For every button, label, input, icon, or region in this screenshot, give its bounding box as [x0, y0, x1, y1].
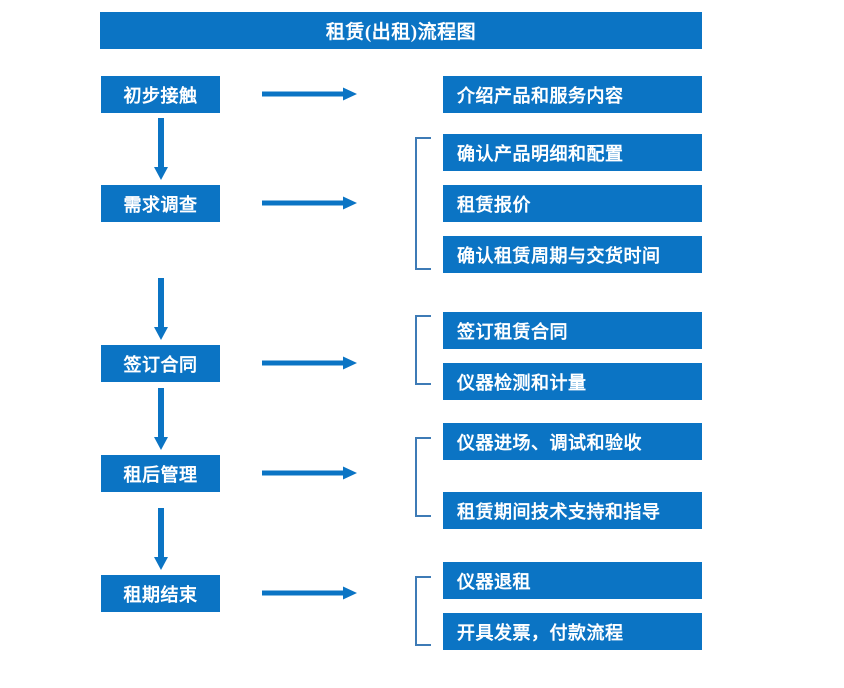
arrow-down-icon	[154, 118, 168, 180]
box-label: 开具发票，付款流程	[457, 622, 624, 643]
arrow-right-icon	[262, 196, 357, 210]
stage-box-2[interactable]: 需求调查	[101, 185, 220, 222]
box-label: 签订租赁合同	[457, 321, 568, 342]
box-label: 租赁期间技术支持和指导	[457, 501, 661, 522]
detail-box-4-1[interactable]: 仪器进场、调试和验收	[443, 423, 702, 460]
detail-box-5-2[interactable]: 开具发票，付款流程	[443, 613, 702, 650]
flowchart-title-label: 租赁(出租)流程图	[325, 22, 477, 43]
stage-box-1[interactable]: 初步接触	[101, 76, 220, 113]
arrow-right-icon	[262, 586, 357, 600]
box-label: 需求调查	[123, 194, 198, 215]
flowchart-title: 租赁(出租)流程图	[100, 12, 702, 49]
box-label: 签订合同	[123, 354, 198, 375]
stage-box-4[interactable]: 租后管理	[101, 455, 220, 492]
detail-box-5-1[interactable]: 仪器退租	[443, 562, 702, 599]
arrow-down-icon	[154, 508, 168, 570]
detail-box-1-1[interactable]: 介绍产品和服务内容	[443, 76, 702, 113]
box-label: 确认租赁周期与交货时间	[457, 245, 661, 266]
arrow-right-icon	[262, 87, 357, 101]
arrow-down-icon	[154, 278, 168, 340]
box-label: 租后管理	[123, 464, 198, 485]
detail-box-2-2[interactable]: 租赁报价	[443, 185, 702, 222]
group-bracket	[415, 437, 431, 517]
detail-box-2-1[interactable]: 确认产品明细和配置	[443, 134, 702, 171]
detail-box-3-2[interactable]: 仪器检测和计量	[443, 363, 702, 400]
box-label: 仪器检测和计量	[457, 372, 587, 393]
stage-box-3[interactable]: 签订合同	[101, 345, 220, 382]
detail-box-2-3[interactable]: 确认租赁周期与交货时间	[443, 236, 702, 273]
box-label: 租赁报价	[457, 194, 531, 215]
box-label: 确认产品明细和配置	[457, 143, 624, 164]
arrow-right-icon	[262, 356, 357, 370]
detail-box-4-2[interactable]: 租赁期间技术支持和指导	[443, 492, 702, 529]
group-bracket	[415, 315, 431, 385]
group-bracket	[415, 137, 431, 270]
group-bracket	[415, 576, 431, 646]
box-label: 仪器进场、调试和验收	[457, 432, 642, 453]
box-label: 初步接触	[123, 85, 198, 106]
arrow-right-icon	[262, 466, 357, 480]
box-label: 仪器退租	[457, 571, 531, 592]
stage-box-5[interactable]: 租期结束	[101, 575, 220, 612]
detail-box-3-1[interactable]: 签订租赁合同	[443, 312, 702, 349]
box-label: 介绍产品和服务内容	[457, 85, 624, 106]
box-label: 租期结束	[123, 584, 198, 605]
arrow-down-icon	[154, 388, 168, 450]
